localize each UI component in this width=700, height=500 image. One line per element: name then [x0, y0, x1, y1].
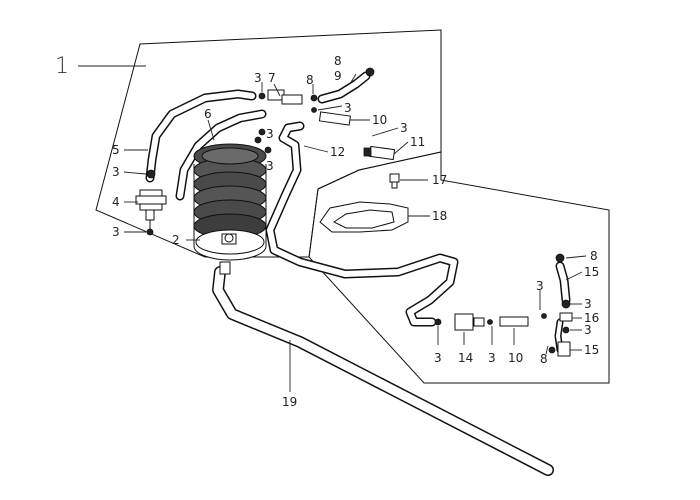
- callout-3-right-a: 3: [584, 297, 592, 311]
- callout-3-left: 3: [112, 165, 120, 179]
- callout-15-bottom: 15: [584, 343, 599, 357]
- callout-9: 9: [334, 69, 342, 83]
- callout-3-canister-b: 3: [266, 159, 274, 173]
- callout-2: 2: [172, 233, 180, 247]
- callout-15-top: 15: [584, 265, 599, 279]
- fuel-filter-4: [135, 189, 167, 232]
- leader-lines: [123, 73, 587, 392]
- callout-16: 16: [584, 311, 599, 325]
- callout-14: 14: [458, 351, 473, 365]
- callout-6: 6: [204, 107, 212, 121]
- callout-8-right-bottom: 8: [540, 352, 548, 366]
- callout-8-right-top: 8: [590, 249, 598, 263]
- callout-3-bottom-a: 3: [434, 351, 442, 365]
- callout-3-top-left: 3: [254, 71, 262, 85]
- callout-3-bottom-b: 3: [488, 351, 496, 365]
- callout-7: 7: [268, 71, 276, 85]
- assembly-outline-lower: [308, 151, 610, 384]
- callout-17: 17: [432, 173, 447, 187]
- callout-3-mid: 3: [344, 101, 352, 115]
- callout-10-bottom: 10: [508, 351, 523, 365]
- callout-12: 12: [330, 145, 345, 159]
- hose-12: [265, 121, 459, 327]
- bracket-18: [319, 201, 409, 233]
- callout-18: 18: [432, 209, 447, 223]
- callout-10-top: 10: [372, 113, 387, 127]
- callout-3-filter-lower: 3: [112, 225, 120, 239]
- callout-3-right: 3: [400, 121, 408, 135]
- clamps: [146, 67, 573, 357]
- callout-5: 5: [112, 143, 120, 157]
- callout-19: 19: [282, 395, 297, 409]
- hose-9: [317, 71, 371, 104]
- hose-6: [175, 109, 267, 201]
- callout-8-top: 8: [334, 54, 342, 68]
- callout-3-right-b: 3: [584, 323, 592, 337]
- callout-3-right-line: 3: [536, 279, 544, 293]
- callout-3-canister-a: 3: [266, 127, 274, 141]
- canister-2: [193, 143, 267, 275]
- callout-4: 4: [112, 195, 120, 209]
- callout-11: 11: [410, 135, 425, 149]
- callout-labels: 2 3 4 5 3 6 3 7 8 9 8 3 10 3 11 3 3 12 1…: [112, 54, 599, 409]
- assembly-number-label: 1: [55, 54, 69, 79]
- callout-8-mid: 8: [306, 73, 314, 87]
- hose-15-upper: [555, 261, 571, 305]
- hose-19: [212, 266, 554, 476]
- hose-5: [145, 89, 257, 183]
